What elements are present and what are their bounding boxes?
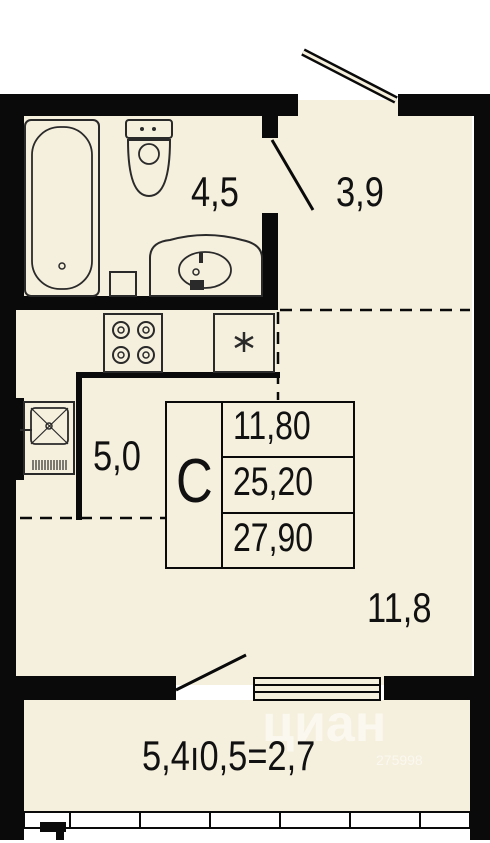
area-without-balcony: 25,20 bbox=[233, 460, 314, 504]
hallway-area: 3,9 bbox=[336, 168, 384, 215]
watermark-brand: циан bbox=[262, 695, 387, 753]
bathtub-icon bbox=[24, 119, 100, 297]
balcony-door bbox=[175, 653, 247, 692]
balcony-floor bbox=[22, 700, 470, 812]
fridge-icon bbox=[213, 313, 275, 373]
washbasin-icon bbox=[149, 234, 263, 297]
living-area: 11,8 bbox=[367, 584, 432, 631]
kitchen-area: 5,0 bbox=[93, 432, 141, 479]
balcony-railing bbox=[23, 811, 471, 840]
bathroom-door bbox=[270, 139, 315, 211]
apartment-type: С bbox=[176, 447, 213, 516]
washing-machine bbox=[109, 271, 137, 297]
total-area: 27,90 bbox=[233, 516, 314, 560]
sink-icon bbox=[20, 401, 75, 475]
living-area-total: 11,80 bbox=[233, 404, 311, 448]
inner-walls bbox=[14, 116, 280, 520]
outer-walls bbox=[0, 94, 490, 840]
bathroom-area: 4,5 bbox=[191, 168, 239, 215]
toilet-icon bbox=[125, 119, 173, 198]
watermark-code: 275998 bbox=[376, 752, 423, 768]
balcony-area: 5,4ı0,5=2,7 bbox=[142, 732, 316, 779]
stove-icon bbox=[103, 313, 163, 373]
balcony-window bbox=[253, 677, 381, 701]
summary-table bbox=[165, 401, 355, 569]
entrance-door bbox=[301, 48, 398, 104]
zone-lines bbox=[20, 308, 470, 520]
